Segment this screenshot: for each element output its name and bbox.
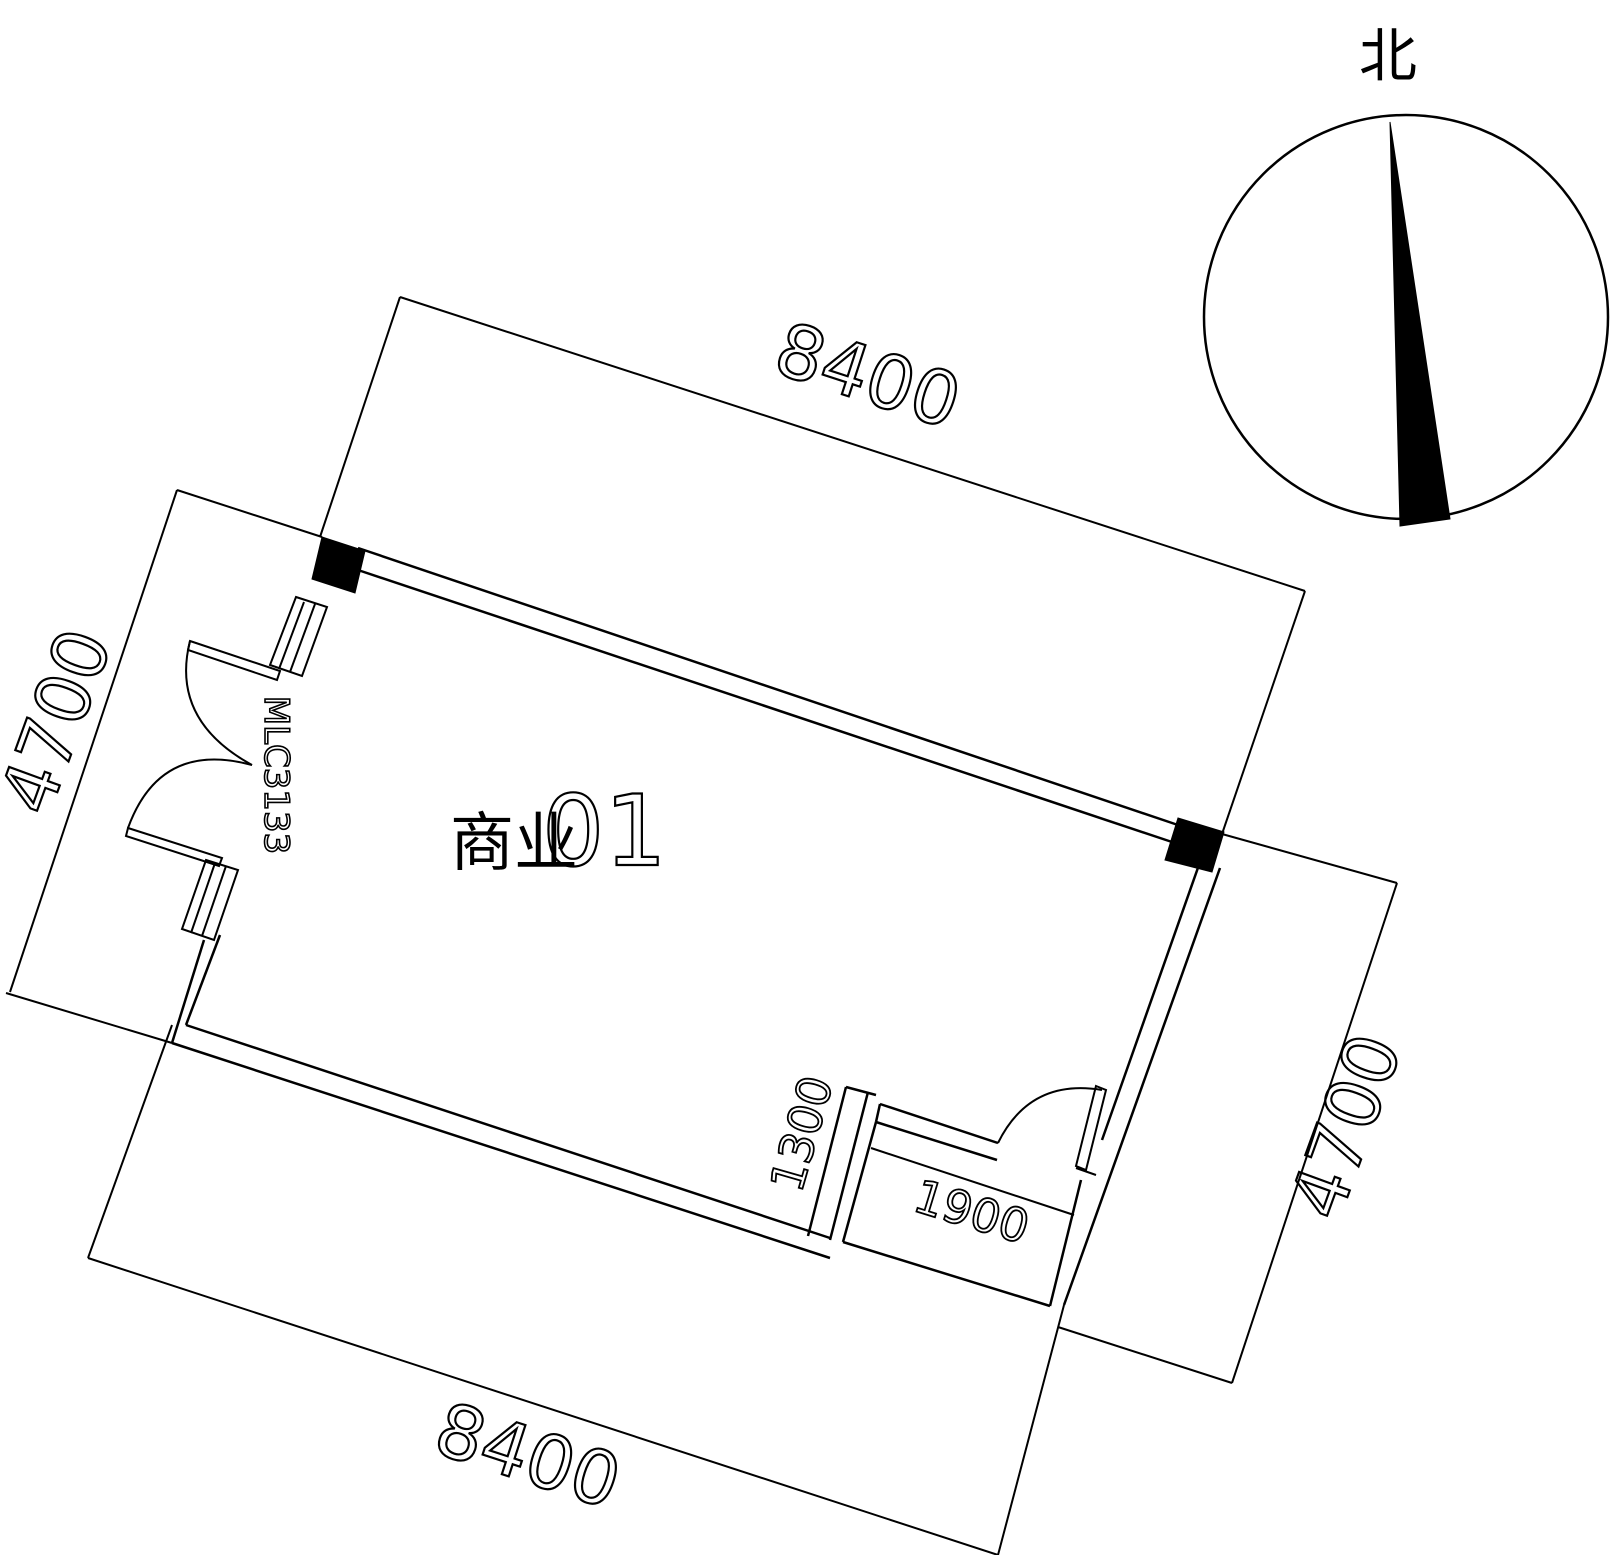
- upper-sidelight: [268, 595, 329, 678]
- closet-left-wall-outer: [806, 1086, 848, 1237]
- door-tag: MLC3133: [256, 696, 296, 855]
- closet-top-wall-inner: [875, 1120, 998, 1162]
- room-number: 01: [542, 775, 667, 889]
- right-wall-outer: [1062, 867, 1222, 1306]
- entry-door[interactable]: [124, 595, 329, 942]
- closet-door-swing: [997, 1087, 1103, 1144]
- column-top-right: [1164, 817, 1225, 873]
- bottom-wall-inner: [185, 1023, 831, 1240]
- upper-door-swing: [185, 640, 253, 766]
- upper-door-leaf: [186, 639, 282, 682]
- room-walls: [170, 536, 1225, 1306]
- closet-left-inner: [841, 1121, 878, 1243]
- right-dimension-label: 4700: [1274, 1023, 1419, 1229]
- closet-top-wall-outer: [879, 1102, 999, 1145]
- north-needle-icon: [1389, 121, 1451, 527]
- closet-bottom-wall: [842, 1240, 1051, 1308]
- closet-shelf-line: [870, 1147, 1075, 1216]
- lower-door-swing: [127, 758, 253, 829]
- left-wall-inner: [184, 934, 222, 1026]
- lower-door-leaf: [124, 826, 224, 868]
- dimension-lines: [5, 296, 1398, 1555]
- north-label: 北: [1359, 22, 1417, 90]
- lower-sidelight: [180, 858, 240, 942]
- room-label: 商业: [450, 807, 578, 881]
- bottom-wall-outer: [171, 1041, 831, 1260]
- top-wall-outer: [357, 546, 1179, 827]
- closet-left-wall-inner: [828, 1091, 870, 1241]
- left-dimension-label: 4700: [0, 618, 129, 824]
- north-arrow: 北: [1202, 22, 1610, 527]
- right-wall-inner-upper: [1100, 861, 1202, 1141]
- top-dimension-line: [399, 296, 1306, 592]
- closet-right-wall: [1048, 1179, 1083, 1307]
- top-wall-inner: [351, 566, 1173, 844]
- right-dimension-line: [1231, 882, 1398, 1384]
- closet: [806, 1084, 1108, 1308]
- bottom-dimension-line: [87, 1257, 999, 1555]
- column-top-left: [311, 536, 366, 594]
- left-wall-outer: [170, 939, 206, 1044]
- left-dimension-line: [9, 489, 178, 993]
- closet-door-leaf[interactable]: [1074, 1084, 1108, 1172]
- bottom-dimension-label: 8400: [425, 1386, 631, 1526]
- closet-depth-label: 1300: [760, 1070, 844, 1197]
